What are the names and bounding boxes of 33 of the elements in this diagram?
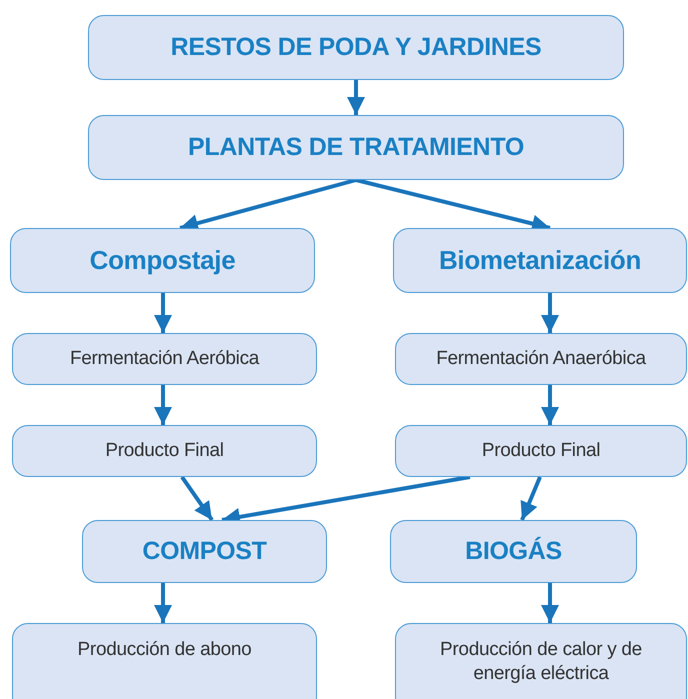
process-box [88,15,624,80]
arrow [541,583,559,623]
arrow [154,583,172,623]
box-label: Producción de calor y de energía eléctrica [439,638,643,686]
process-box [12,623,317,699]
box-label: Compostaje [90,244,236,277]
process-box [395,425,687,477]
process-box [88,115,624,180]
process-box [82,520,327,583]
box-label: Biometanización [438,244,642,277]
process-box [12,425,317,477]
process-box [10,228,315,293]
box-label: Producción de abono [78,638,252,662]
box-label: Producto Final [105,439,224,463]
box-label: COMPOST [142,536,267,567]
arrow [541,385,559,425]
process-box [390,520,637,583]
arrow [154,385,172,425]
arrow [541,293,559,333]
arrow [180,476,214,522]
box-label: PLANTAS DE TRATAMIENTO [188,132,524,163]
process-box [395,623,687,699]
arrow [347,80,365,115]
arrow [520,476,542,521]
box-label: BIOGÁS [465,536,562,567]
arrow [154,293,172,333]
process-box [12,333,317,385]
box-label: RESTOS DE PODA Y JARDINES [170,32,542,63]
box-label: Fermentación Anaeróbica [436,347,646,371]
box-label: Producto Final [482,439,600,463]
box-label: Fermentación Aeróbica [70,347,260,371]
process-box [395,333,687,385]
process-box [393,228,687,293]
